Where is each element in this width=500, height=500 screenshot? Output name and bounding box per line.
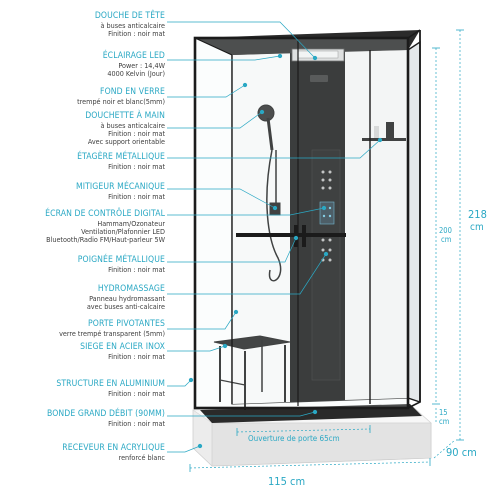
annotation-title: ÉCLAIRAGE LED xyxy=(102,51,165,61)
annotation-line: avec buses anti-calcaire xyxy=(86,302,165,312)
front-frame xyxy=(193,29,421,410)
annotation-line: Hammam/Ozonateur xyxy=(97,218,165,228)
annotation-led-lighting: ÉCLAIRAGE LED Power : 14,4W 4000 Kelvin … xyxy=(102,51,165,79)
annotation-aluminium-structure: STRUCTURE EN ALUMINIUM Finition : noir m… xyxy=(56,379,165,398)
annotation-line: 4000 Kelvin (Jour) xyxy=(107,69,165,79)
total-height-value: 218 xyxy=(468,208,487,221)
annotation-line: Finition : noir mat xyxy=(108,161,165,171)
annotation-line: renforcé blanc xyxy=(118,452,165,462)
leader-lines xyxy=(167,21,383,453)
annotation-title: FOND EN VERRE xyxy=(100,87,165,97)
base-height-unit-text: cm xyxy=(439,417,450,426)
annotation-line: à buses anticalcaire xyxy=(100,20,166,30)
annotation-line: Finition : noir mat xyxy=(108,264,165,274)
metal-shelf xyxy=(362,122,406,141)
annotation-line: Finition : noir mat xyxy=(108,129,165,139)
annotation-control-screen: ÉCRAN DE CONTRÔLE DIGITAL Hammam/Ozonate… xyxy=(45,209,165,245)
annotation-line: Avec support orientable xyxy=(87,137,165,147)
annotation-line: Power : 14,4W xyxy=(118,60,165,70)
annotation-title: STRUCTURE EN ALUMINIUM xyxy=(56,379,165,389)
annotation-hydromassage: HYDROMASSAGE Panneau hydromassant avec b… xyxy=(86,284,165,312)
base-height-number: 15 xyxy=(439,408,448,417)
annotation-title: DOUCHETTE À MAIN xyxy=(85,111,165,121)
annotation-glass-back: FOND EN VERRE trempé noir et blanc(5mm) xyxy=(77,87,165,106)
hydromassage-panel xyxy=(311,149,341,381)
annotation-title: SIEGE EN ACIER INOX xyxy=(80,342,165,352)
door-opening-label: Ouverture de porte 65cm xyxy=(248,434,340,443)
annotation-line: Ventilation/Plafonnier LED xyxy=(81,227,165,237)
annotation-title: POIGNÉE MÉTALLIQUE xyxy=(77,255,165,265)
head-shower xyxy=(291,48,345,82)
annotation-pivot-doors: PORTE PIVOTANTES verre trempé transparen… xyxy=(59,319,165,338)
annotation-line: Panneau hydromassant xyxy=(89,293,165,303)
annotation-metal-handle: POIGNÉE MÉTALLIQUE Finition : noir mat xyxy=(77,255,165,274)
annotation-line: Finition : noir mat xyxy=(108,29,165,39)
annotation-line: Bluetooth/Radio FM/Haut-parleur 5W xyxy=(46,235,165,245)
cabin-height-unit-text: cm xyxy=(441,235,452,244)
annotation-title: MITIGEUR MÉCANIQUE xyxy=(75,182,165,192)
cabin-height-number: 200 xyxy=(439,226,452,235)
annotation-line: Finition : noir mat xyxy=(108,351,165,361)
annotation-title: DOUCHE DE TÊTE xyxy=(94,11,165,21)
annotation-hand-shower: DOUCHETTE À MAIN à buses anticalcaire Fi… xyxy=(85,111,166,147)
annotation-title: PORTE PIVOTANTES xyxy=(88,319,165,329)
total-height-unit: cm xyxy=(470,222,484,233)
total-height-number: 218 xyxy=(468,208,487,221)
annotation-title: BONDE GRAND DÉBIT (90MM) xyxy=(46,409,165,419)
annotation-line: à buses anticalcaire xyxy=(100,120,166,130)
width-label: 115 cm xyxy=(268,475,306,488)
dimension-lines xyxy=(189,30,461,469)
annotation-line: Finition : noir mat xyxy=(108,388,165,398)
base-height-unit: cm xyxy=(439,417,449,426)
annotation-metal-shelf: ÉTAGÈRE MÉTALLIQUE Finition : noir mat xyxy=(77,152,165,171)
annotation-mixer: MITIGEUR MÉCANIQUE Finition : noir mat xyxy=(75,182,165,201)
side-glass-panel xyxy=(407,40,421,403)
annotation-drain: BONDE GRAND DÉBIT (90MM) Finition : noir… xyxy=(46,409,165,428)
annotation-title: RECEVEUR EN ACRYLIQUE xyxy=(62,443,165,453)
total-height-unit-text: cm xyxy=(470,222,484,233)
annotation-title: ÉTAGÈRE MÉTALLIQUE xyxy=(77,152,165,162)
ceiling-panel xyxy=(195,30,420,55)
annotation-line: Finition : noir mat xyxy=(108,418,165,428)
annotation-title: HYDROMASSAGE xyxy=(97,284,165,294)
depth-label: 90 cm xyxy=(446,446,477,459)
annotation-line: Finition : noir mat xyxy=(108,191,165,201)
base-height-value: 15 xyxy=(439,408,448,417)
annotation-head-shower: DOUCHE DE TÊTE à buses anticalcaire Fini… xyxy=(94,11,166,39)
dimension-ticks xyxy=(189,29,464,472)
annotation-steel-seat: SIEGE EN ACIER INOX Finition : noir mat xyxy=(80,342,165,361)
cabin-height-value: 200 xyxy=(439,226,452,235)
annotation-line: verre trempé transparent (5mm) xyxy=(59,328,165,338)
annotation-line: trempé noir et blanc(5mm) xyxy=(77,96,165,106)
cabin-height-unit: cm xyxy=(441,235,451,244)
annotation-title: ÉCRAN DE CONTRÔLE DIGITAL xyxy=(45,209,165,219)
annotation-acrylic-tray: RECEVEUR EN ACRYLIQUE renforcé blanc xyxy=(62,443,165,462)
